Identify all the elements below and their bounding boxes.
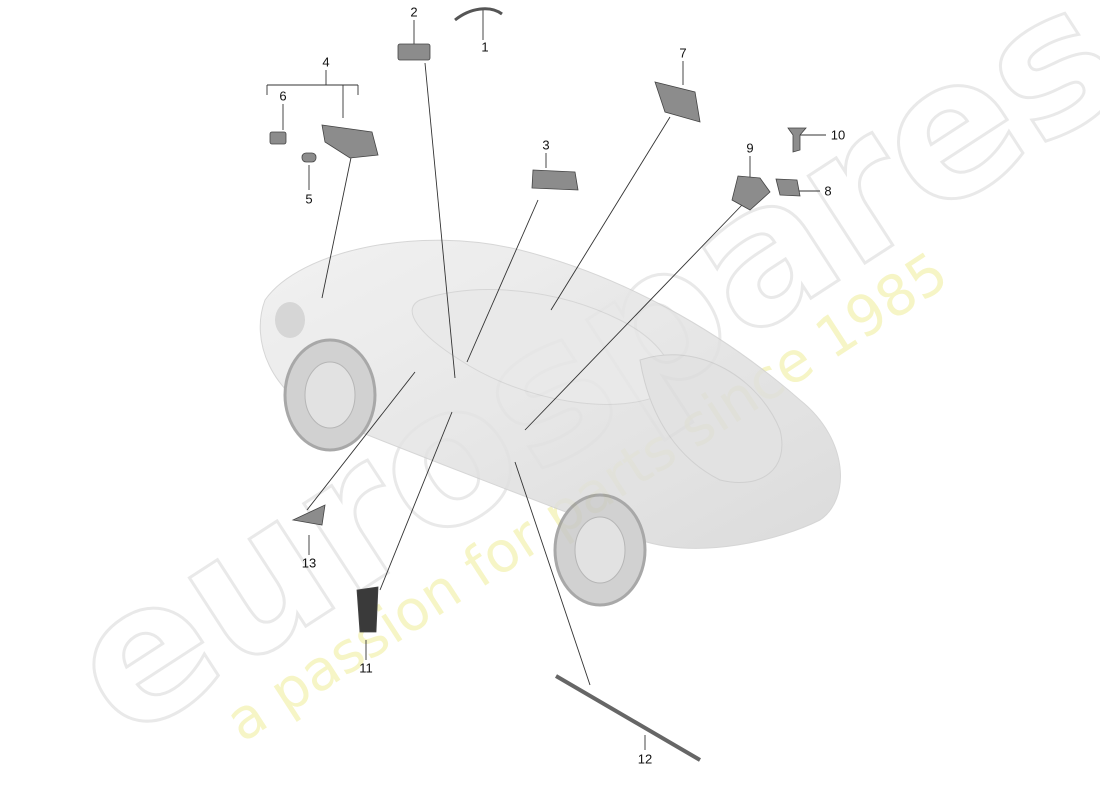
callout-4[interactable]: 4 xyxy=(322,54,330,70)
callout-7[interactable]: 7 xyxy=(679,45,687,61)
callout-8[interactable]: 8 xyxy=(824,183,832,199)
callout-11[interactable]: 11 xyxy=(359,660,373,676)
callout-5[interactable]: 5 xyxy=(305,191,313,207)
callout-9[interactable]: 9 xyxy=(746,140,754,156)
callout-6[interactable]: 6 xyxy=(279,88,287,104)
callout-12[interactable]: 12 xyxy=(637,751,653,767)
callout-3[interactable]: 3 xyxy=(542,137,550,153)
callout-10[interactable]: 10 xyxy=(830,127,846,143)
callout-1[interactable]: 1 xyxy=(481,39,489,55)
callout-13[interactable]: 13 xyxy=(301,555,317,571)
callout-2[interactable]: 2 xyxy=(410,4,418,20)
